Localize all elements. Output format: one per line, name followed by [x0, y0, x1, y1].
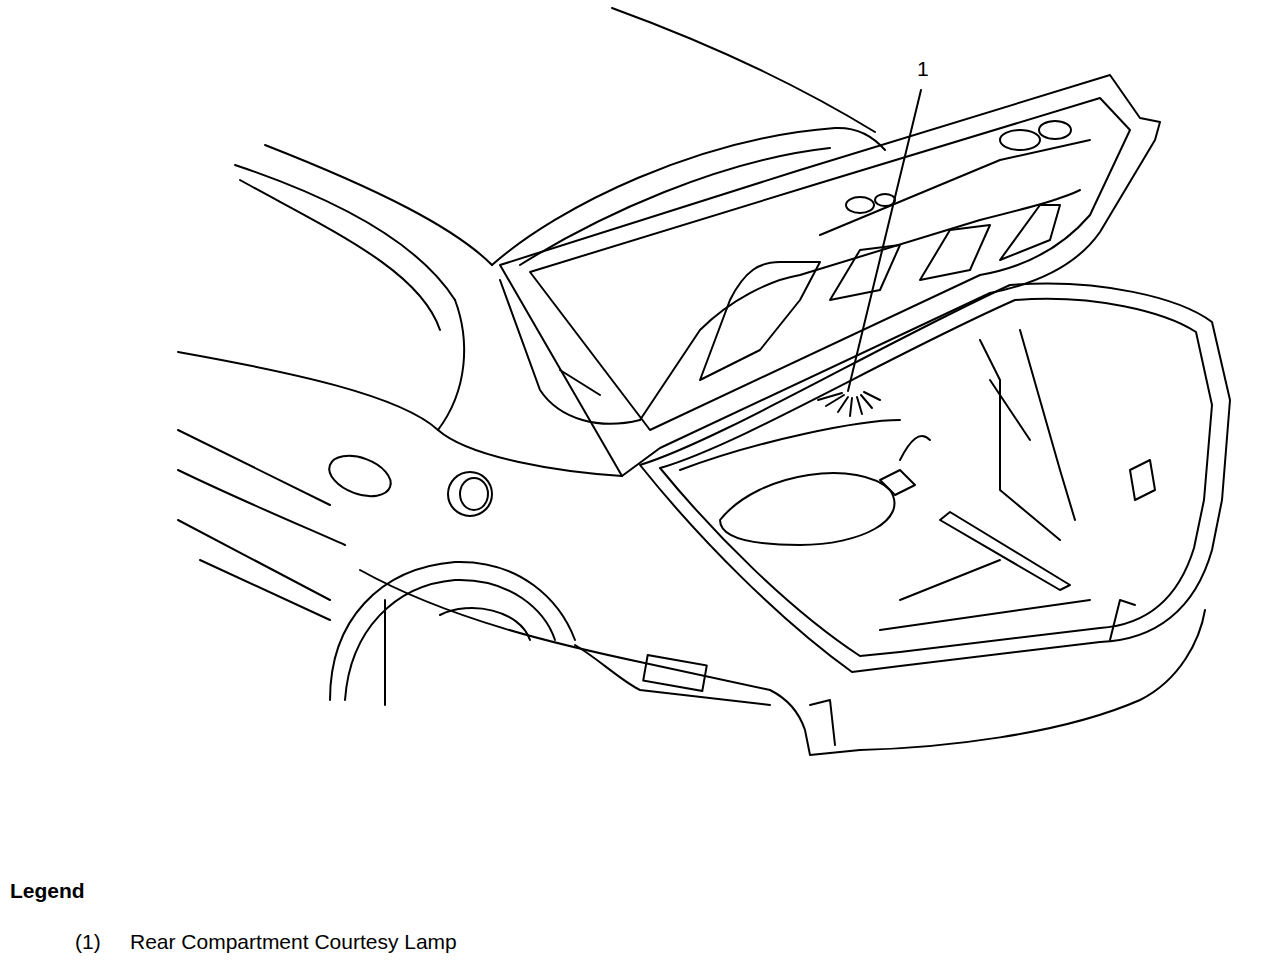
legend-heading: Legend [10, 880, 85, 901]
callout-number: 1 [917, 58, 929, 79]
legend-text: Rear Compartment Courtesy Lamp [130, 931, 457, 952]
legend-number: (1) [75, 931, 101, 952]
